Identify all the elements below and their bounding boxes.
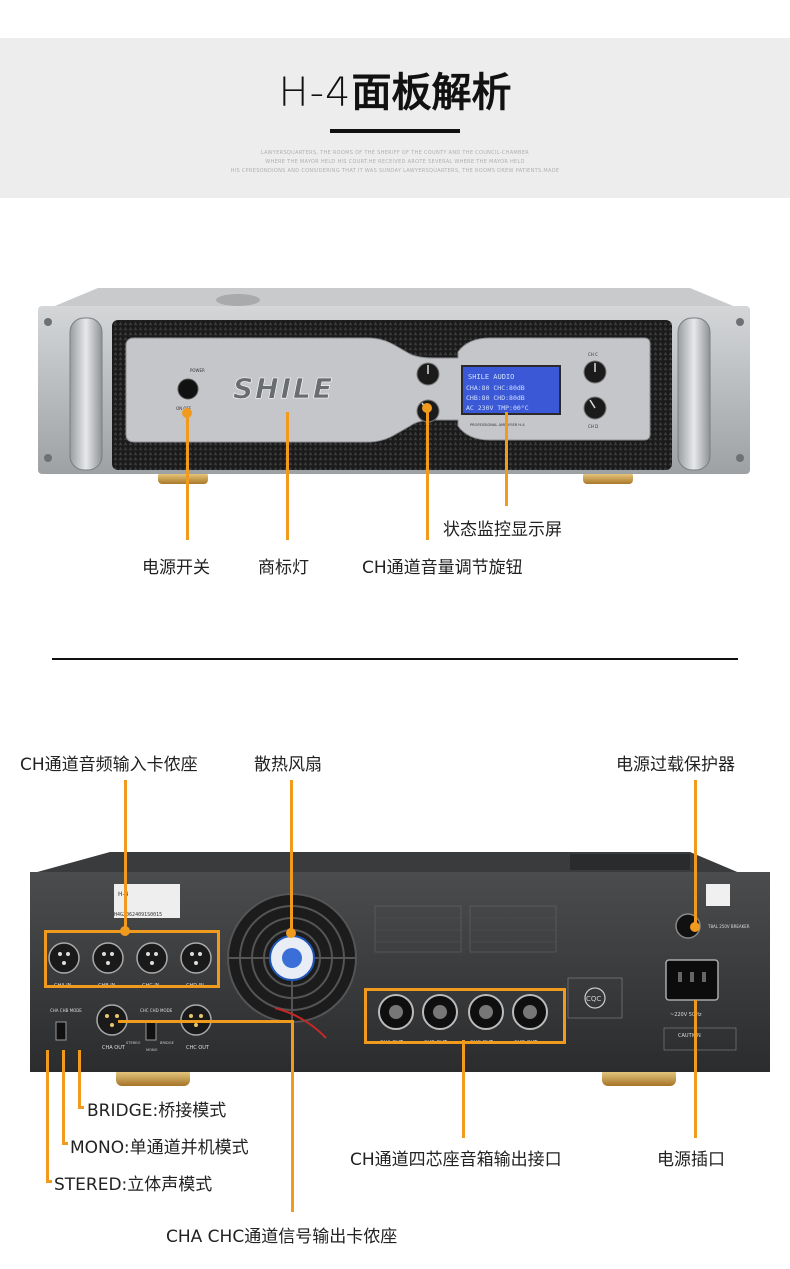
breaker-label: T8AL 250V BREAKER (707, 924, 750, 929)
callout-hline-signal (118, 1020, 294, 1023)
lcd-line-3: CHB:80 CHD:80dB (466, 394, 525, 402)
callout-stereo: STERED:立体声模式 (54, 1175, 213, 1195)
callout-line-lcd (505, 412, 508, 506)
front-amplifier-image: POWER ON OFF SHILE CH A CH B CH C CH D S… (38, 288, 750, 484)
callout-overload: 电源过载保护器 (616, 755, 735, 775)
callout-line-power-socket (694, 1000, 697, 1138)
mode-bridge-label: BRIDGE (160, 1041, 175, 1045)
callout-line-speaker (462, 1040, 465, 1138)
callout-line-bridge (78, 1050, 81, 1108)
status-lcd (461, 365, 561, 415)
callout-bridge: BRIDGE:桥接模式 (87, 1101, 227, 1121)
caution-label: CAUTION (678, 1033, 701, 1039)
ccc-mark: CQC (586, 995, 601, 1003)
xlr-input-chd[interactable] (180, 942, 212, 974)
callout-dot-fan (286, 928, 296, 938)
knob-label-chc: CH C (588, 352, 598, 357)
callout-line-inputs (124, 780, 127, 930)
sticker-serial: H4G20624091S0015 (114, 912, 162, 918)
callout-box-inputs (44, 930, 220, 988)
callout-signal-out: CHA CHC通道信号输出卡侬座 (166, 1227, 398, 1247)
header-band (0, 38, 790, 198)
speakon-group (378, 994, 548, 1030)
mode-switch-cd[interactable] (145, 1021, 157, 1041)
rear-amplifier-image: H-4 H4G20624091S0015 CHA IN CHB IN CHC I… (30, 852, 770, 1086)
voltage-label: ~220V 50Hz (670, 1012, 702, 1018)
callout-dot-inputs (120, 926, 130, 936)
callout-dot-overload (690, 922, 700, 932)
callout-tick-bridge (78, 1106, 84, 1109)
model-name: H-4 (278, 70, 352, 116)
callout-input-socket: CH通道音频输入卡侬座 (20, 755, 198, 775)
lcd-line-2: CHA:80 CHC:80dB (466, 384, 525, 392)
xlr-input-group (48, 942, 212, 974)
xlr-input-chb[interactable] (92, 942, 124, 974)
callout-line-stereo (46, 1050, 49, 1182)
power-label: POWER (190, 368, 205, 373)
knob-label-cha: CH A (422, 352, 432, 357)
label-cha-out-xlr: CHA OUT (102, 1045, 126, 1051)
mode-mono-label: MONO (146, 1048, 158, 1052)
mode-stereo-label: STEREO (126, 1041, 141, 1045)
callout-volume-knob: CH通道音量调节旋钮 (362, 558, 523, 578)
page-title: H-4面板解析 (0, 70, 790, 116)
brand-logo: SHILE (233, 372, 334, 405)
callout-mono: MONO:单通道并机模式 (70, 1138, 249, 1158)
decorative-subtext-2: WHERE THE MAYOR HELD HIS COURT.HE RECEIV… (265, 159, 525, 165)
callout-line-fan (290, 780, 293, 932)
callout-speaker-out: CH通道四芯座音箱输出接口 (350, 1150, 562, 1170)
model-caption: PROFESSIONAL AMPLIFIER H-4 (470, 423, 525, 427)
callout-line-knob (426, 407, 429, 540)
title-cn: 面板解析 (351, 70, 512, 116)
callout-tick-mono (62, 1142, 68, 1145)
callout-fan: 散热风扇 (254, 755, 322, 775)
callout-box-speakon (364, 988, 566, 1044)
xlr-input-chc[interactable] (136, 942, 168, 974)
callout-status-display: 状态监控显示屏 (443, 520, 562, 540)
section-divider (52, 658, 738, 660)
callout-line-power (186, 412, 189, 540)
callout-logo-light: 商标灯 (258, 558, 309, 578)
callout-line-signal (291, 1020, 294, 1212)
mode-label-ab: CHA CHB MODE (50, 1008, 82, 1013)
callout-tick-stereo (46, 1180, 52, 1183)
title-underline (330, 129, 460, 133)
lcd-line-1: SHILE AUDIO (468, 373, 514, 381)
lcd-line-4: AC 230V TMP:00°C (466, 404, 529, 412)
callout-line-mono (62, 1050, 65, 1144)
mode-switch-ab[interactable] (55, 1021, 67, 1041)
callout-line-logo (286, 412, 289, 540)
callout-power-socket: 电源插口 (657, 1150, 725, 1170)
callout-power-switch: 电源开关 (142, 558, 210, 578)
decorative-subtext-1: LAWYERSQUARTERS, THE ROOMS OF THE SHERIF… (260, 150, 530, 156)
power-switch[interactable] (177, 378, 199, 400)
decorative-subtext-3: HIS CPRESONDIONS AND CONSIDERING THAT IT… (230, 168, 560, 174)
label-chc-out-xlr: CHC OUT (186, 1045, 210, 1051)
mode-label-cd: CHC CHD MODE (140, 1008, 173, 1013)
sticker-model: H-4 (118, 891, 129, 898)
knob-label-chd: CH D (588, 424, 598, 429)
callout-line-overload (694, 780, 697, 926)
xlr-input-cha[interactable] (48, 942, 80, 974)
